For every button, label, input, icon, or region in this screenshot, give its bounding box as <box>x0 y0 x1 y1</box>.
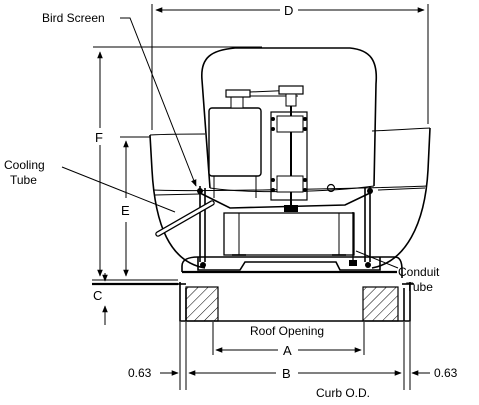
dim-label-f: F <box>95 130 103 145</box>
motor-pulley <box>225 89 251 98</box>
motor <box>208 107 262 177</box>
curb-left-wall <box>185 286 219 322</box>
dim-label-e: E <box>121 203 130 218</box>
label-conduit-tube-line1: Conduit <box>398 265 440 279</box>
label-roof-opening: Roof Opening <box>250 324 324 338</box>
bearing-plate <box>270 111 308 201</box>
cooling-tube <box>155 200 215 237</box>
label-conduit-tube-line2: Tube <box>406 280 433 294</box>
label-cooling-tube-line2: Tube <box>10 173 37 187</box>
dim-label-b: B <box>282 366 291 381</box>
fan-wheel <box>223 212 355 256</box>
dimension-c <box>92 273 178 325</box>
dimension-b <box>160 322 430 390</box>
dim-label-a: A <box>283 343 292 358</box>
dim-label-left-offset: 0.63 <box>128 366 152 380</box>
dimension-d <box>151 4 429 130</box>
conduit-tube <box>349 212 357 266</box>
base-pan <box>181 256 403 278</box>
dim-label-right-offset: 0.63 <box>434 366 458 380</box>
dimension-f <box>93 46 262 277</box>
fan-frame <box>197 183 373 268</box>
dimension-a <box>212 322 365 355</box>
curb-right-wall <box>362 286 399 322</box>
label-curb-od: Curb O.D. <box>316 386 370 400</box>
curb <box>176 282 414 322</box>
label-cooling-tube-line1: Cooling <box>4 158 45 172</box>
label-bird-screen: Bird Screen <box>42 11 105 25</box>
dim-label-d: D <box>284 3 293 18</box>
leader-lines <box>61 17 399 269</box>
dim-label-c: C <box>93 288 102 303</box>
dimension-e <box>120 136 150 277</box>
shaft-hub <box>284 205 298 212</box>
fan-pulley <box>278 85 304 95</box>
motor-assembly <box>208 85 308 212</box>
